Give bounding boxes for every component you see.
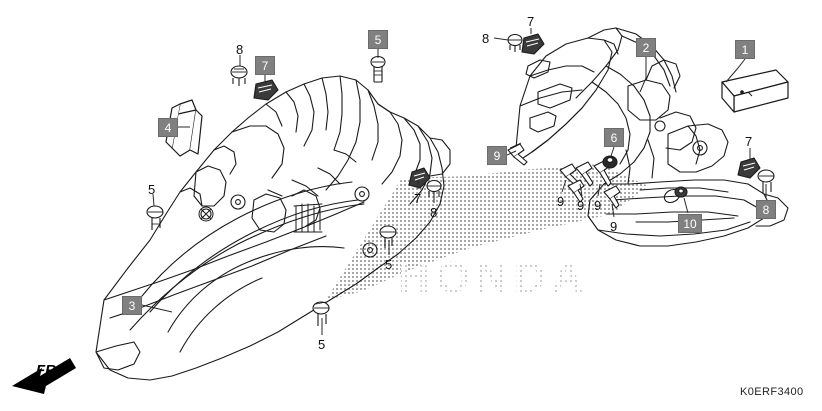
callout-box-5[interactable]: 5 bbox=[368, 30, 388, 49]
callout-box-3[interactable]: 3 bbox=[122, 296, 142, 315]
grommet-10 bbox=[674, 186, 688, 198]
callout-label-7-right: 7 bbox=[745, 134, 753, 149]
clip-7-center bbox=[408, 167, 431, 189]
callout-box-8[interactable]: 8 bbox=[756, 200, 776, 219]
callout-box-2[interactable]: 2 bbox=[636, 38, 656, 57]
screw-9-d bbox=[603, 185, 621, 209]
part-code-label: K0ERF3400 bbox=[740, 386, 804, 398]
callout-label-5-bottom: 5 bbox=[318, 337, 326, 352]
screw-9-e bbox=[567, 179, 585, 203]
part-1-license-lamp bbox=[721, 69, 789, 113]
callout-label-9-d: 9 bbox=[610, 219, 618, 234]
callout-box-6[interactable]: 6 bbox=[604, 128, 624, 147]
clip-7-right bbox=[737, 157, 761, 179]
callout-box-10[interactable]: 10 bbox=[678, 214, 702, 233]
callout-label-5-center: 5 bbox=[385, 257, 393, 272]
callout-label-9-b: 9 bbox=[577, 198, 585, 213]
callout-box-1[interactable]: 1 bbox=[735, 40, 755, 59]
bolt-8-topleft bbox=[230, 65, 248, 86]
bolt-5-bottom bbox=[312, 301, 330, 326]
front-direction-label: FR. bbox=[36, 362, 61, 379]
screw-9-b bbox=[575, 161, 594, 187]
callout-label-8-center: 8 bbox=[430, 205, 438, 220]
fr-arrow-icon bbox=[12, 358, 76, 394]
nut-6 bbox=[602, 155, 618, 169]
bolt-8-upperright bbox=[507, 33, 523, 52]
clip-7-upperright bbox=[521, 33, 545, 55]
callout-label-7-center: 7 bbox=[414, 191, 422, 206]
part-2-rear-fender bbox=[515, 27, 789, 247]
callout-box-4[interactable]: 4 bbox=[158, 118, 178, 137]
clip-7-topleft bbox=[253, 79, 279, 101]
callout-label-8-upperright: 8 bbox=[482, 31, 490, 46]
leader-lines bbox=[141, 28, 767, 335]
fasteners bbox=[146, 33, 775, 326]
bolt-5-left bbox=[146, 205, 164, 230]
callout-label-9-c: 9 bbox=[594, 198, 602, 213]
callout-box-7[interactable]: 7 bbox=[255, 56, 275, 75]
bolt-5-center bbox=[379, 225, 397, 248]
callout-box-9[interactable]: 9 bbox=[487, 146, 507, 165]
part-3-inner-fender bbox=[95, 75, 451, 381]
screw-9-boxed bbox=[507, 142, 528, 166]
callout-label-8-topleft: 8 bbox=[236, 42, 244, 57]
callout-label-9-a: 9 bbox=[557, 194, 565, 209]
callout-label-5-left: 5 bbox=[148, 182, 156, 197]
bolt-8-right bbox=[757, 169, 775, 194]
callout-label-7-upperright: 7 bbox=[527, 14, 535, 29]
bolt-5-top bbox=[370, 55, 386, 83]
